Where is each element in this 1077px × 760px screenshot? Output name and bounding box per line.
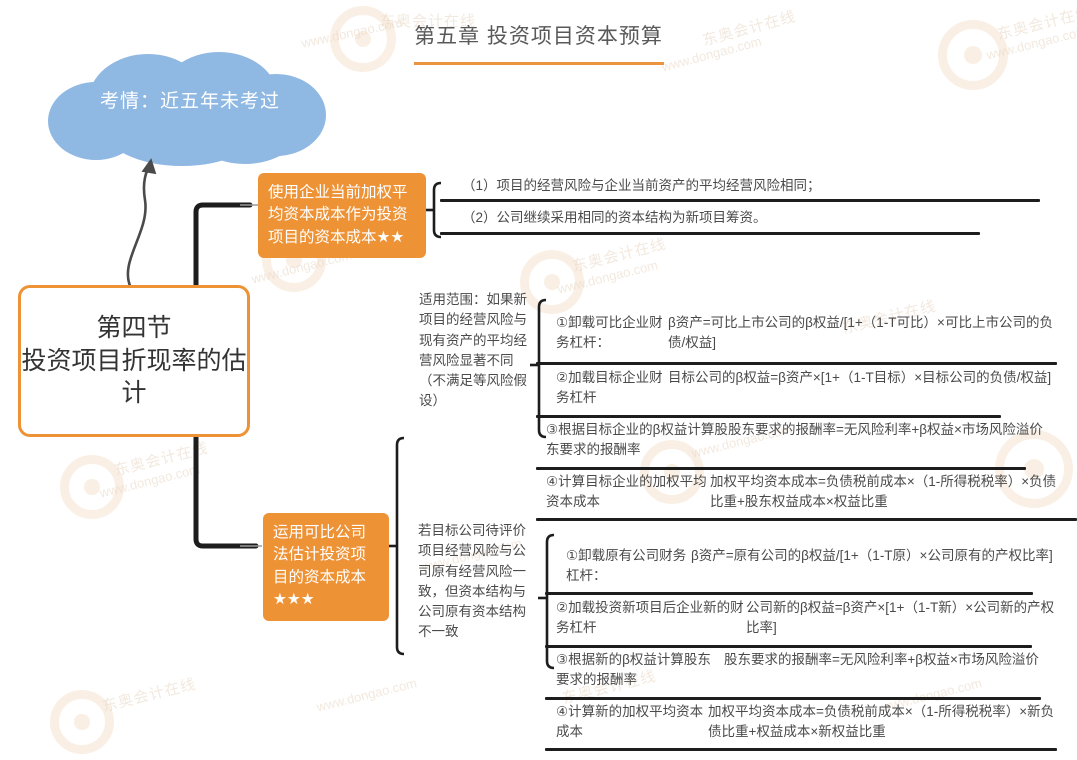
- page-title: 第五章 投资项目资本预算: [414, 25, 663, 48]
- step-row-g2-3-formula: 股东要求的报酬率=无风险利率+β权益×市场风险溢价: [724, 652, 1039, 667]
- assumption-item-2-label: （2）公司继续采用相同的资本结构为新项目筹资。: [462, 210, 767, 225]
- step-row-g1-1-formula: β资产=可比上市公司的β权益/[1+（1-T可比）×可比上市公司的负债/权益]: [668, 315, 1053, 350]
- title-underline: [413, 62, 664, 65]
- step-row-g1-1: ①卸载可比企业财务杠杆： β资产=可比上市公司的β权益/[1+（1-T可比）×可…: [556, 313, 1056, 353]
- watermark-logo-text: 东奥会计在线: [112, 437, 210, 481]
- root-node[interactable]: 第四节 投资项目折现率的估计: [18, 285, 250, 437]
- watermark-brand: 东奥会计在线: [570, 235, 669, 276]
- watermark-brand: 东奥会计在线: [112, 439, 211, 480]
- cloud-lobe: [190, 92, 300, 164]
- step-row-g1-3-underline: [536, 467, 1026, 470]
- step-row-g1-2-label: ②加载目标企业财务杠杆: [556, 370, 663, 405]
- step-row-g2-4-underline: [545, 748, 1057, 751]
- assumption-item-1-underline: [440, 199, 1040, 202]
- exam-note-cloud: 考情：近五年未考过: [40, 52, 340, 166]
- watermark-ring: [50, 690, 114, 754]
- bracket-branch-1: [432, 181, 442, 239]
- step-row-g1-4-label: ④计算目标企业的加权平均资本成本: [546, 474, 707, 509]
- watermark-logo-text: 东奥会计在线: [100, 673, 198, 717]
- scope-text-group-2-label: 若目标公司待评价项目经营风险与公司原有经营风险一致，但资本结构与公司原有资本结构…: [418, 523, 526, 640]
- step-row-g2-1: ①卸载原有公司财务杠杆： β资产=原有公司的β权益/[1+（1-T原）×公司原有…: [566, 546, 1056, 586]
- watermark-url-text: www.dongao.com: [556, 257, 659, 296]
- step-row-g2-2-underline: [545, 645, 1032, 648]
- step-row-g1-2: ②加载目标企业财务杠杆 目标公司的β权益=β资产×[1+（1-T目标）×目标公司…: [556, 368, 1056, 408]
- watermark-url-text: www.dongao.com: [315, 675, 418, 714]
- step-row-g2-4: ④计算新的加权平均资本成本 加权平均资本成本=负债税前成本×（1-所得税税率）×…: [556, 702, 1066, 742]
- step-row-g1-1-underline: [536, 362, 1057, 365]
- topic-node-comparable[interactable]: 运用可比公司法估计投资项目的资本成本★★★: [263, 513, 389, 621]
- step-row-g1-4-formula: 加权平均资本成本=负债税前成本×（1-所得税税率）×负债比重+股东权益成本×权益…: [710, 474, 1057, 509]
- topic-node-wacc-label: 使用企业当前加权平均资本成本作为投资项目的资本成本★★: [268, 184, 408, 246]
- step-row-g1-1-label: ①卸载可比企业财务杠杆：: [556, 315, 663, 350]
- watermark-ring: [60, 455, 124, 519]
- trunk-to-branch-2: [193, 431, 259, 549]
- watermark-url-text: www.dongao.com: [98, 461, 201, 500]
- step-row-g2-2-formula: 公司新的β权益=β资产×[1+（1-T新）×公司新的产权比率]: [746, 600, 1055, 635]
- exam-note-label: 考情：近五年未考过: [99, 91, 280, 112]
- assumption-item-1-label: （1）项目的经营风险与企业当前资产的平均经营风险相同；: [462, 178, 821, 193]
- topic-node-comparable-label: 运用可比公司法估计投资项目的资本成本★★★: [273, 524, 367, 609]
- step-row-g1-2-formula: 目标公司的β权益=β资产×[1+（1-T目标）×目标公司的负债/权益]: [668, 370, 1052, 385]
- step-row-g2-1-label: ①卸载原有公司财务杠杆：: [566, 548, 687, 583]
- step-row-g1-2-underline: [536, 415, 1001, 418]
- step-row-g1-3-formula: 股东要求的报酬率=无风险利率+β权益×市场风险溢价: [728, 422, 1043, 437]
- page-header: 第五章 投资项目资本预算: [0, 20, 1077, 65]
- bracket-branch-2: [395, 436, 405, 656]
- assumption-item-1: （1）项目的经营风险与企业当前资产的平均经营风险相同；: [462, 176, 1022, 196]
- step-row-g2-2: ②加载投资新项目后企业新的财务杠杆 公司新的β权益=β资产×[1+（1-T新）×…: [556, 598, 1056, 638]
- scope-text-group-2: 若目标公司待评价项目经营风险与公司原有经营风险一致，但资本结构与公司原有资本结构…: [418, 521, 528, 643]
- step-row-g1-3-label: ③根据目标企业的β权益计算股东要求的报酬率: [546, 422, 728, 457]
- watermark-url: www.dongao.com: [556, 257, 660, 297]
- step-row-g1-3: ③根据目标企业的β权益计算股东要求的报酬率 股东要求的报酬率=无风险利率+β权益…: [546, 420, 1056, 460]
- step-row-g1-4: ④计算目标企业的加权平均资本成本 加权平均资本成本=负债税前成本×（1-所得税税…: [546, 472, 1066, 512]
- step-row-g2-1-formula: β资产=原有公司的β权益/[1+（1-T原）×公司原有的产权比率]: [691, 548, 1053, 563]
- step-row-g2-1-underline: [545, 592, 1033, 595]
- watermark-url: www.dongao.com: [98, 461, 202, 501]
- assumption-item-2: （2）公司继续采用相同的资本结构为新项目筹资。: [462, 208, 1022, 228]
- scope-text-group-1-label: 适用范围：如果新项目的经营风险与现有资产的平均经营风险显著不同（不满足等风险假设…: [419, 292, 527, 409]
- trunk-to-branch-1: [193, 202, 253, 291]
- watermark-ring: [520, 250, 584, 314]
- step-row-g2-3-underline: [545, 697, 1041, 700]
- step-row-g1-4-underline: [536, 518, 1077, 521]
- step-row-g2-3: ③根据新的β权益计算股东要求的报酬率 股东要求的报酬率=无风险利率+β权益×市场…: [556, 650, 1056, 690]
- scope-text-group-1: 适用范围：如果新项目的经营风险与现有资产的平均经营风险显著不同（不满足等风险假设…: [419, 290, 527, 412]
- step-row-g2-4-label: ④计算新的加权平均资本成本: [556, 704, 704, 739]
- topic-node-wacc[interactable]: 使用企业当前加权平均资本成本作为投资项目的资本成本★★: [258, 173, 426, 259]
- watermark-logo-text: 东奥会计在线: [570, 233, 668, 277]
- step-row-g2-2-label: ②加载投资新项目后企业新的财务杠杆: [556, 600, 744, 635]
- root-node-label: 第四节 投资项目折现率的估计: [21, 314, 247, 408]
- step-row-g2-4-formula: 加权平均资本成本=负债税前成本×（1-所得税税率）×新负债比重+权益成本×新权益…: [708, 704, 1055, 739]
- assumption-item-2-underline: [440, 232, 980, 235]
- cloud-arrow-line: [126, 163, 152, 289]
- bracket-branch-g2: [545, 533, 555, 670]
- watermark-url: www.dongao.com: [315, 675, 419, 715]
- step-row-g2-3-label: ③根据新的β权益计算股东要求的报酬率: [556, 652, 711, 687]
- watermark-brand: 东奥会计在线: [100, 675, 199, 716]
